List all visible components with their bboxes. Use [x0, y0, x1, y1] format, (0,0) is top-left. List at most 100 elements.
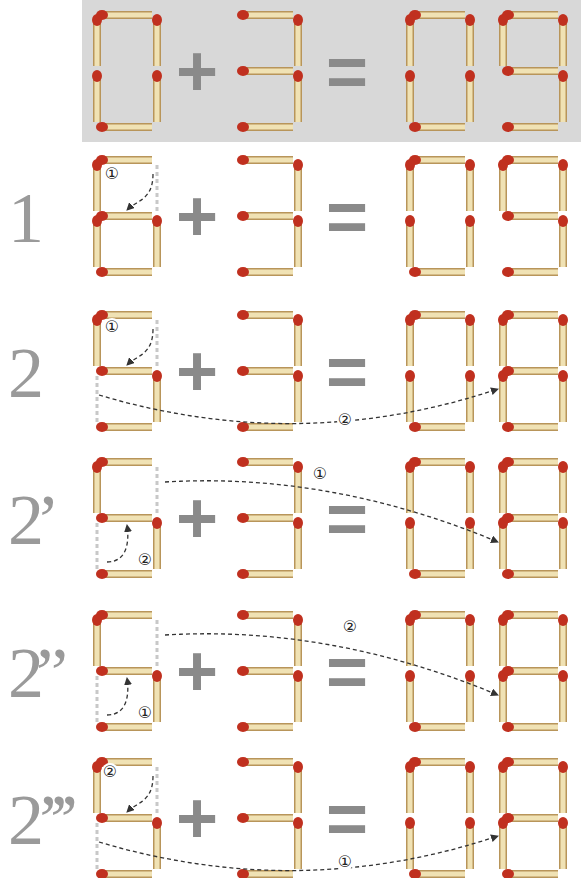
match-head: [237, 813, 249, 823]
match-head: [92, 215, 102, 227]
match-head: [293, 461, 303, 473]
match-stick: [296, 676, 301, 722]
match-stick: [561, 376, 566, 422]
match-stick: [406, 20, 414, 66]
match-stick: [415, 123, 465, 131]
match-stick: [415, 313, 465, 318]
match-stick: [561, 620, 566, 666]
match-stick: [95, 76, 100, 122]
match-stick: [406, 376, 414, 422]
match-stick: [243, 13, 293, 18]
match-stick: [501, 165, 506, 211]
match-stick: [294, 467, 302, 513]
match-stick: [296, 823, 301, 869]
match-head: [293, 14, 303, 26]
callout-number: ②: [337, 411, 353, 429]
match-stick: [415, 723, 465, 731]
match-stick: [93, 320, 101, 366]
match-stick: [559, 523, 567, 569]
match-stick: [102, 872, 152, 877]
match-stick: [102, 367, 152, 375]
match-stick: [499, 767, 507, 813]
match-stick: [408, 523, 413, 569]
match-head: [237, 569, 249, 579]
match-head: [558, 314, 568, 326]
match-head: [92, 614, 102, 626]
match-head: [237, 610, 249, 620]
match-stick: [559, 376, 567, 422]
match-head: [237, 211, 249, 221]
row-number: 1: [8, 182, 36, 254]
match-stick: [102, 723, 152, 731]
match-head: [237, 267, 249, 277]
match-stick: [294, 20, 302, 66]
match-stick: [559, 767, 567, 813]
match-stick: [508, 460, 558, 465]
match-head: [558, 461, 568, 473]
match-stick: [243, 460, 293, 465]
match-head: [237, 66, 249, 76]
match-stick: [501, 320, 506, 366]
match-stick: [561, 221, 566, 267]
match-stick: [415, 458, 465, 466]
match-stick: [468, 767, 473, 813]
match-head: [152, 370, 162, 382]
match-head: [465, 517, 475, 529]
match-stick: [296, 376, 301, 422]
match-head: [237, 422, 249, 432]
match-head: [405, 517, 415, 529]
match-head: [96, 122, 108, 132]
match-head: [409, 722, 421, 732]
match-stick: [466, 467, 474, 513]
match-stick: [102, 212, 152, 220]
match-head: [465, 159, 475, 171]
match-stick: [406, 523, 414, 569]
callout-number: ①: [104, 318, 120, 336]
match-stick: [243, 367, 293, 375]
match-head: [498, 614, 508, 626]
match-head: [502, 813, 514, 823]
match-head: [558, 670, 568, 682]
match-stick: [102, 123, 152, 131]
match-stick: [153, 221, 161, 267]
match-stick: [468, 221, 473, 267]
match-stick: [415, 13, 465, 18]
match-stick: [508, 67, 558, 75]
match-stick: [296, 767, 301, 813]
match-stick: [296, 165, 301, 211]
match-stick: [294, 523, 302, 569]
match-stick: [102, 458, 152, 466]
match-head: [502, 722, 514, 732]
match-stick: [243, 725, 293, 730]
match-stick: [508, 69, 558, 74]
match-stick: [561, 320, 566, 366]
match-head: [405, 761, 415, 773]
match-head: [405, 70, 415, 82]
match-stick: [508, 158, 558, 163]
empty-slot: [156, 620, 159, 666]
callout-number: ①: [104, 165, 120, 183]
match-head: [92, 159, 102, 171]
match-stick: [468, 320, 473, 366]
match-stick: [102, 425, 152, 430]
match-head: [502, 122, 514, 132]
match-head: [92, 314, 102, 326]
match-stick: [408, 76, 413, 122]
match-stick: [243, 816, 293, 821]
match-stick: [468, 76, 473, 122]
match-stick: [153, 20, 161, 66]
move-arrow: [99, 836, 498, 871]
match-stick: [294, 676, 302, 722]
match-stick: [499, 20, 507, 66]
match-stick: [501, 376, 506, 422]
match-head: [237, 513, 249, 523]
match-stick: [415, 311, 465, 319]
match-head: [152, 215, 162, 227]
move-arrow: [107, 678, 128, 715]
match-head: [293, 370, 303, 382]
match-head: [237, 757, 249, 767]
match-stick: [102, 214, 152, 219]
match-stick: [415, 125, 465, 130]
match-stick: [243, 425, 293, 430]
match-head: [405, 817, 415, 829]
